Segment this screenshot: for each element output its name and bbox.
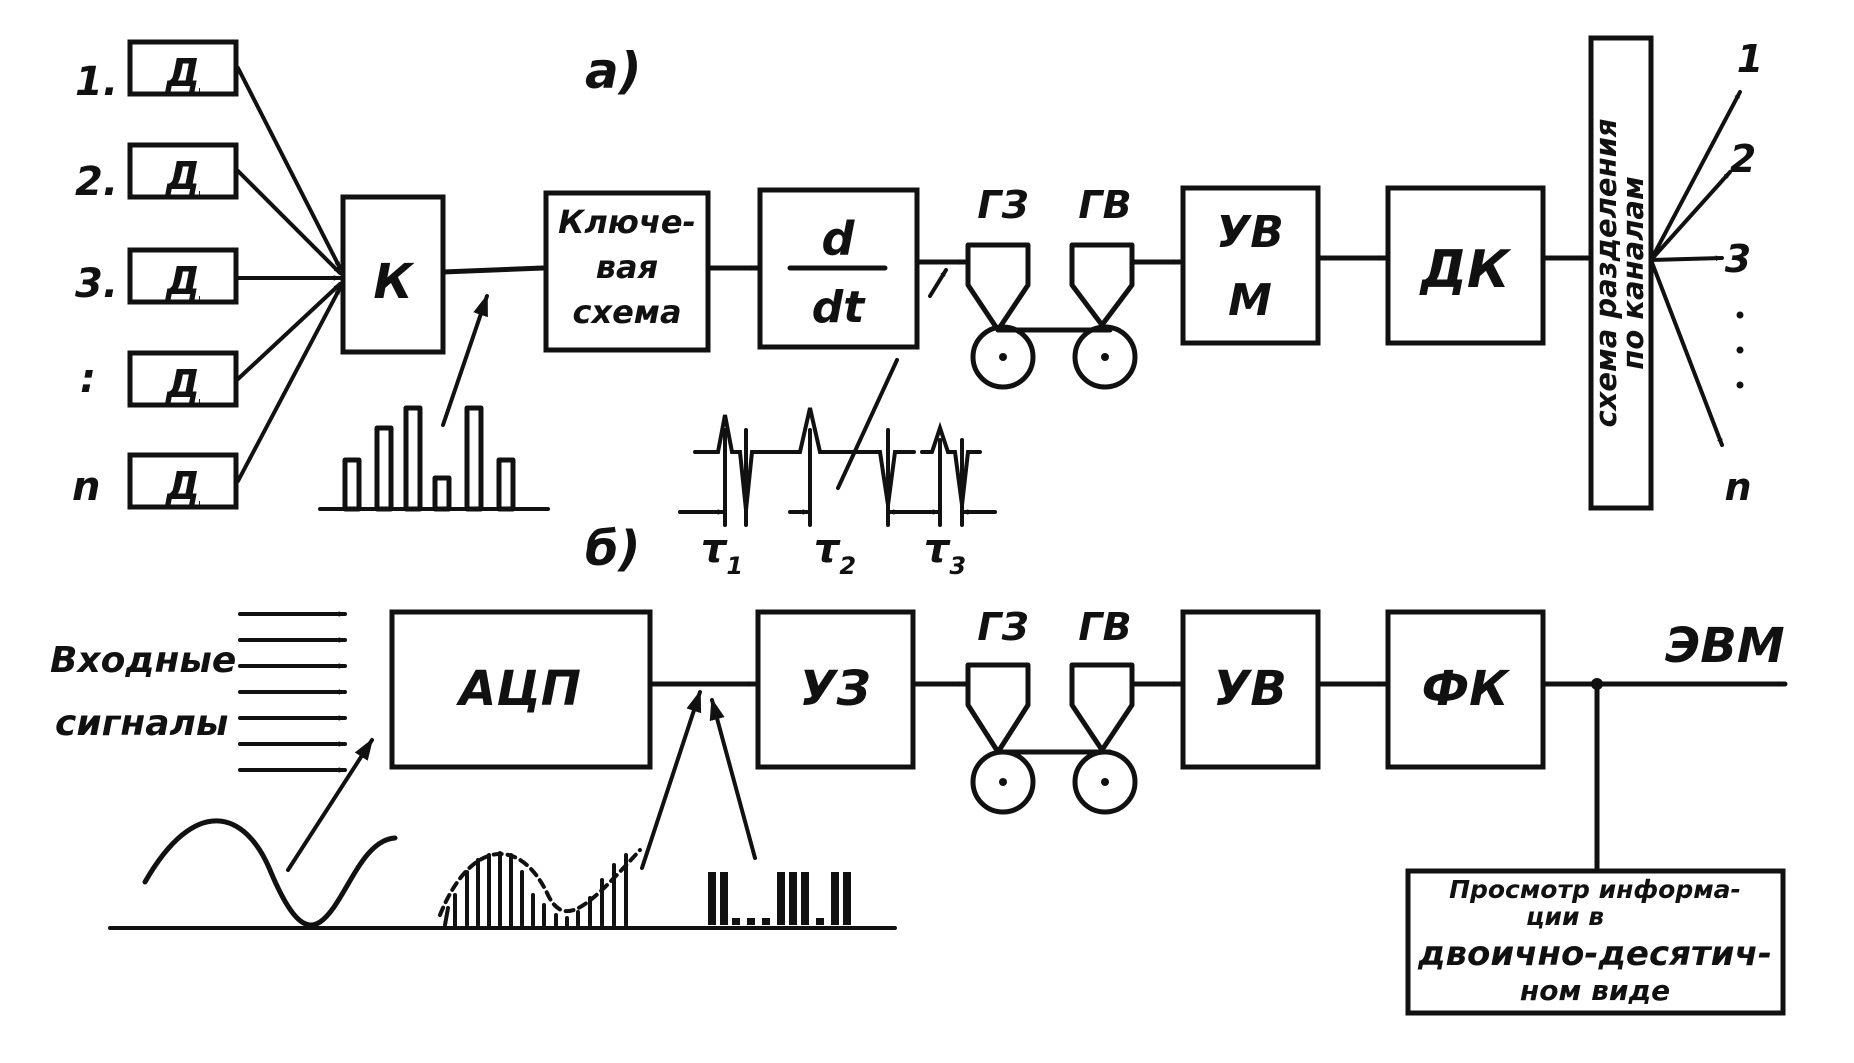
link-k-key [440,265,546,275]
output-label: n [1724,465,1751,509]
write-head [965,662,1031,755]
channel-split-line: по каналам [1616,176,1650,369]
sensor-label: Д [165,51,200,95]
part-a-label: а) [585,42,642,100]
decoder-label: ДК [1419,240,1512,300]
sensor-number: 2. [75,159,118,205]
analog-signal [108,738,897,930]
read-amp-label: УВ [1213,661,1287,717]
sensor-number: 1. [75,59,118,105]
tau-1: τ1 [701,526,743,580]
adc-label: АЦП [455,661,581,717]
viewer-line: Просмотр информа- [1449,875,1741,904]
channel-split-line: схема разделения [1589,118,1623,427]
key-circuit-line: Ключе- [558,203,696,241]
sensor-label: Д [165,259,200,303]
key-circuit-line: схема [572,293,681,331]
tau-2: τ2 [814,526,856,580]
former-box [1385,609,1546,770]
sensor-row-n: n Д [72,452,239,510]
sensor-row-1: 1. Д [75,39,239,105]
read-head [1069,242,1135,328]
tape-unit-b: ГЗ ГВ [965,605,1138,815]
output-fan: 1 2 3 n [1649,37,1763,509]
diff-denominator: dt [812,282,866,333]
read-head [1069,662,1135,753]
viewer-line: ции в [1526,902,1604,931]
read-head-label: ГВ [1078,605,1131,649]
sensor-number: : [80,356,96,402]
write-head [965,242,1031,333]
sensor-number: n [72,464,100,510]
write-amp-box [755,609,916,770]
part-b: б) Входные сигналы АЦП [50,521,1788,1016]
sampled-signal [438,689,702,927]
read-amp-line: М [1228,275,1272,326]
part-a: а) 1. Д 2. Д 3. Д : Д n Д [72,35,1763,580]
diff-numerator: d [822,212,856,266]
write-amp-label: УЗ [799,661,870,717]
sensor-arrows [236,66,342,483]
input-arrows [238,611,347,773]
tape-unit-a: ГЗ ГВ [965,183,1138,390]
tau-3: τ3 [924,526,966,580]
output-label: 2 [1730,137,1756,181]
former-label: ФК [1422,661,1512,717]
diff-waveform: τ1 τ2 τ3 [678,268,997,580]
digital-pulses [708,697,851,925]
commutator-label: К [373,254,415,310]
read-amp-box [1180,185,1321,346]
output-label: 1 [1737,37,1763,81]
viewer-line: двоично-десятич- [1417,934,1772,974]
channel-split-box [1588,35,1654,511]
sensor-label: Д [165,362,200,406]
sensor-row-dots: : Д [80,350,239,408]
adc-box [389,609,653,770]
key-circuit-box [543,190,711,353]
part-b-label: б) [585,521,640,577]
inputs-line: Входные [50,640,236,681]
sensor-row-3: 3. Д [75,247,239,307]
computer-label: ЭВМ [1665,618,1785,674]
tape-reel [970,324,1036,390]
viewer-line: ном виде [1520,974,1670,1007]
sensor-number: 3. [75,261,118,307]
read-amp-line: УВ [1216,207,1283,258]
sensor-label: Д [165,464,200,508]
sensor-box [127,39,239,97]
sensor-row-2: 2. Д [75,142,239,205]
sensor-box [127,247,239,305]
read-head-label: ГВ [1078,183,1131,227]
sensor-box [127,142,239,200]
output-label: 3 [1725,237,1751,281]
write-head-label: ГЗ [977,605,1028,649]
sensor-label: Д [165,154,200,198]
decoder-box [1385,185,1546,346]
pulse-bars-a [318,293,550,512]
inputs-line: сигналы [55,703,228,744]
viewer-box [1405,868,1786,1016]
read-amp-box [1180,609,1321,770]
write-head-label: ГЗ [977,183,1028,227]
key-circuit-line: вая [596,248,658,286]
sensor-box [127,452,239,510]
tape-reel [1072,324,1138,390]
